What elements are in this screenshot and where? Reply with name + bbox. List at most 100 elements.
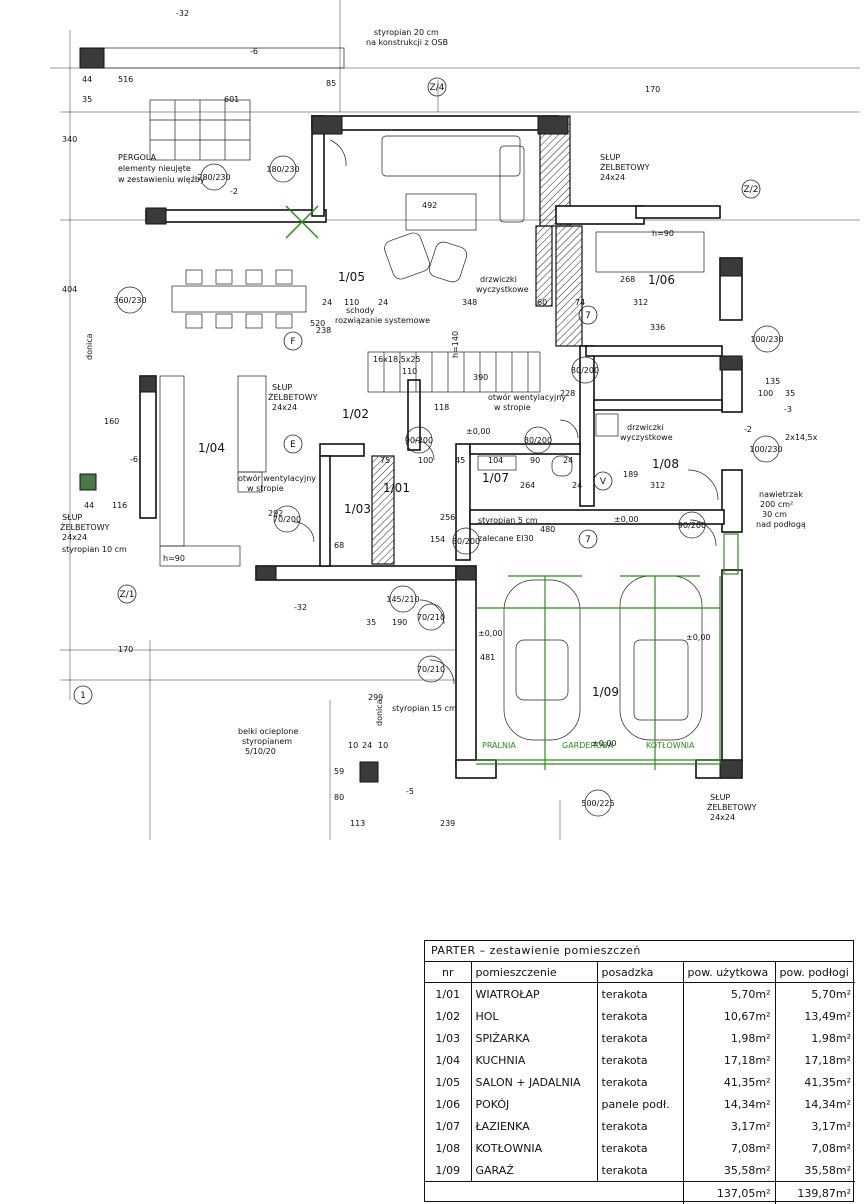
dimension-label: -2 (230, 187, 238, 196)
header-usable: pow. użytkowa (683, 962, 775, 983)
header-floor-area: pow. podłogi (775, 962, 855, 983)
dimension-label: 85 (326, 79, 336, 88)
dimension-label: 481 (480, 653, 495, 662)
opening-mark: 500/225 (581, 799, 614, 808)
annotation-label: nad podłogą (756, 520, 806, 529)
room-name: POKÓJ (471, 1093, 597, 1115)
dimension-label: 348 (462, 298, 477, 307)
annotation-label: styropian 15 cm (392, 704, 457, 713)
annotation-label: w zestawieniu więźby (118, 175, 205, 184)
dimension-label: 24 (378, 298, 388, 307)
room-name: SALON + JADALNIA (471, 1071, 597, 1093)
room-floor-area: 5,70m² (775, 983, 855, 1006)
room-floor: terakota (597, 1115, 683, 1137)
room-nr: 1/02 (425, 1005, 471, 1027)
dimension-label: 100 (418, 456, 433, 465)
annotation-label: SŁUP (710, 793, 730, 802)
room-floor: terakota (597, 1027, 683, 1049)
room-nr: 1/03 (425, 1027, 471, 1049)
annotation-label: PERGOLA (118, 153, 157, 162)
dimension-label: 113 (350, 819, 365, 828)
room-floor-area: 3,17m² (775, 1115, 855, 1137)
dimension-label: ±0,00 (478, 629, 503, 638)
room-name: KUCHNIA (471, 1049, 597, 1071)
room-nr: 1/04 (425, 1049, 471, 1071)
room-nr: 1/01 (425, 983, 471, 1006)
opening-mark: 90/200 (405, 436, 433, 445)
dimension-label: 10 (378, 741, 388, 750)
dimension-label: 601 (224, 95, 239, 104)
annotation-label: 24x24 (62, 533, 87, 542)
dimension-label: 24 (563, 456, 573, 465)
room-floor: terakota (597, 1049, 683, 1071)
dimension-label: 104 (488, 456, 503, 465)
annotation-label: styropian 20 cm (374, 28, 439, 37)
zone-label: PRALNIA (482, 741, 516, 750)
dimension-label: 45 (455, 456, 465, 465)
dimension-label: ±0,00 (466, 427, 491, 436)
dimension-label: 135 (765, 377, 780, 386)
room-number: 1/07 (482, 471, 509, 485)
dimension-label: 404 (62, 285, 77, 294)
opening-mark: 280/230 (197, 173, 230, 182)
dimension-label: 238 (316, 326, 331, 335)
opening-mark: 70/210 (417, 665, 445, 674)
pergola (84, 48, 344, 160)
room-usable-area: 17,18m² (683, 1049, 775, 1071)
dimension-label: 492 (422, 201, 437, 210)
dimension-label: 24 (362, 741, 372, 750)
opening-mark: 90/200 (678, 521, 706, 530)
room-floor-area: 7,08m² (775, 1137, 855, 1159)
dimension-label: 480 (540, 525, 555, 534)
dimension-label: 170 (118, 645, 133, 654)
annotation-label: belki ocieplone (238, 727, 298, 736)
grid-marker: 7 (585, 311, 591, 321)
total-floor: 139,87m² (775, 1182, 855, 1204)
room-usable-area: 10,67m² (683, 1005, 775, 1027)
grid-marker: Z/1 (120, 590, 135, 600)
room-name: ŁAZIENKA (471, 1115, 597, 1137)
dimension-label: 268 (620, 275, 635, 284)
opening-mark: 145/210 (386, 595, 419, 604)
dimension-label: 35 (366, 618, 376, 627)
room-nr: 1/06 (425, 1093, 471, 1115)
dimension-label: 80 (334, 793, 344, 802)
room-number: 1/02 (342, 407, 369, 421)
opening-mark: 100/230 (750, 335, 783, 344)
room-number: 1/01 (383, 481, 410, 495)
dimension-label: 189 (623, 470, 638, 479)
room-floor-area: 17,18m² (775, 1049, 855, 1071)
schedule-header-row: nr pomieszczenie posadzka pow. użytkowa … (425, 962, 855, 983)
room-floor-area: 13,49m² (775, 1005, 855, 1027)
dimension-label: 170 (645, 85, 660, 94)
room-floor: terakota (597, 1137, 683, 1159)
garage-cars (504, 576, 702, 740)
annotation-label: SŁUP (600, 153, 620, 162)
total-usable: 137,05m² (683, 1182, 775, 1204)
grid-marker: E (290, 440, 296, 450)
vertical-label: h=140 (451, 331, 460, 358)
schedule-table: nr pomieszczenie posadzka pow. użytkowa … (425, 962, 855, 1204)
vertical-label: donica (375, 699, 384, 726)
grid-marker: Z/2 (744, 185, 759, 195)
room-floor: panele podł. (597, 1093, 683, 1115)
dimension-label: 516 (118, 75, 133, 84)
dimension-label: 312 (650, 481, 665, 490)
dimension-label: 35 (82, 95, 92, 104)
room-name: GARAŻ (471, 1159, 597, 1182)
annotation-label: otwór wentylacyjny (238, 473, 316, 483)
annotation-label: w stropie (494, 403, 531, 412)
opening-mark: 80/200 (524, 436, 552, 445)
dimension-label: 110 (344, 298, 359, 307)
dimension-label: 160 (104, 417, 119, 426)
room-floor: terakota (597, 1071, 683, 1093)
dimension-label: 116 (112, 501, 127, 510)
dimension-label: -32 (176, 9, 189, 18)
dimension-label: -6 (130, 455, 138, 464)
room-usable-area: 14,34m² (683, 1093, 775, 1115)
